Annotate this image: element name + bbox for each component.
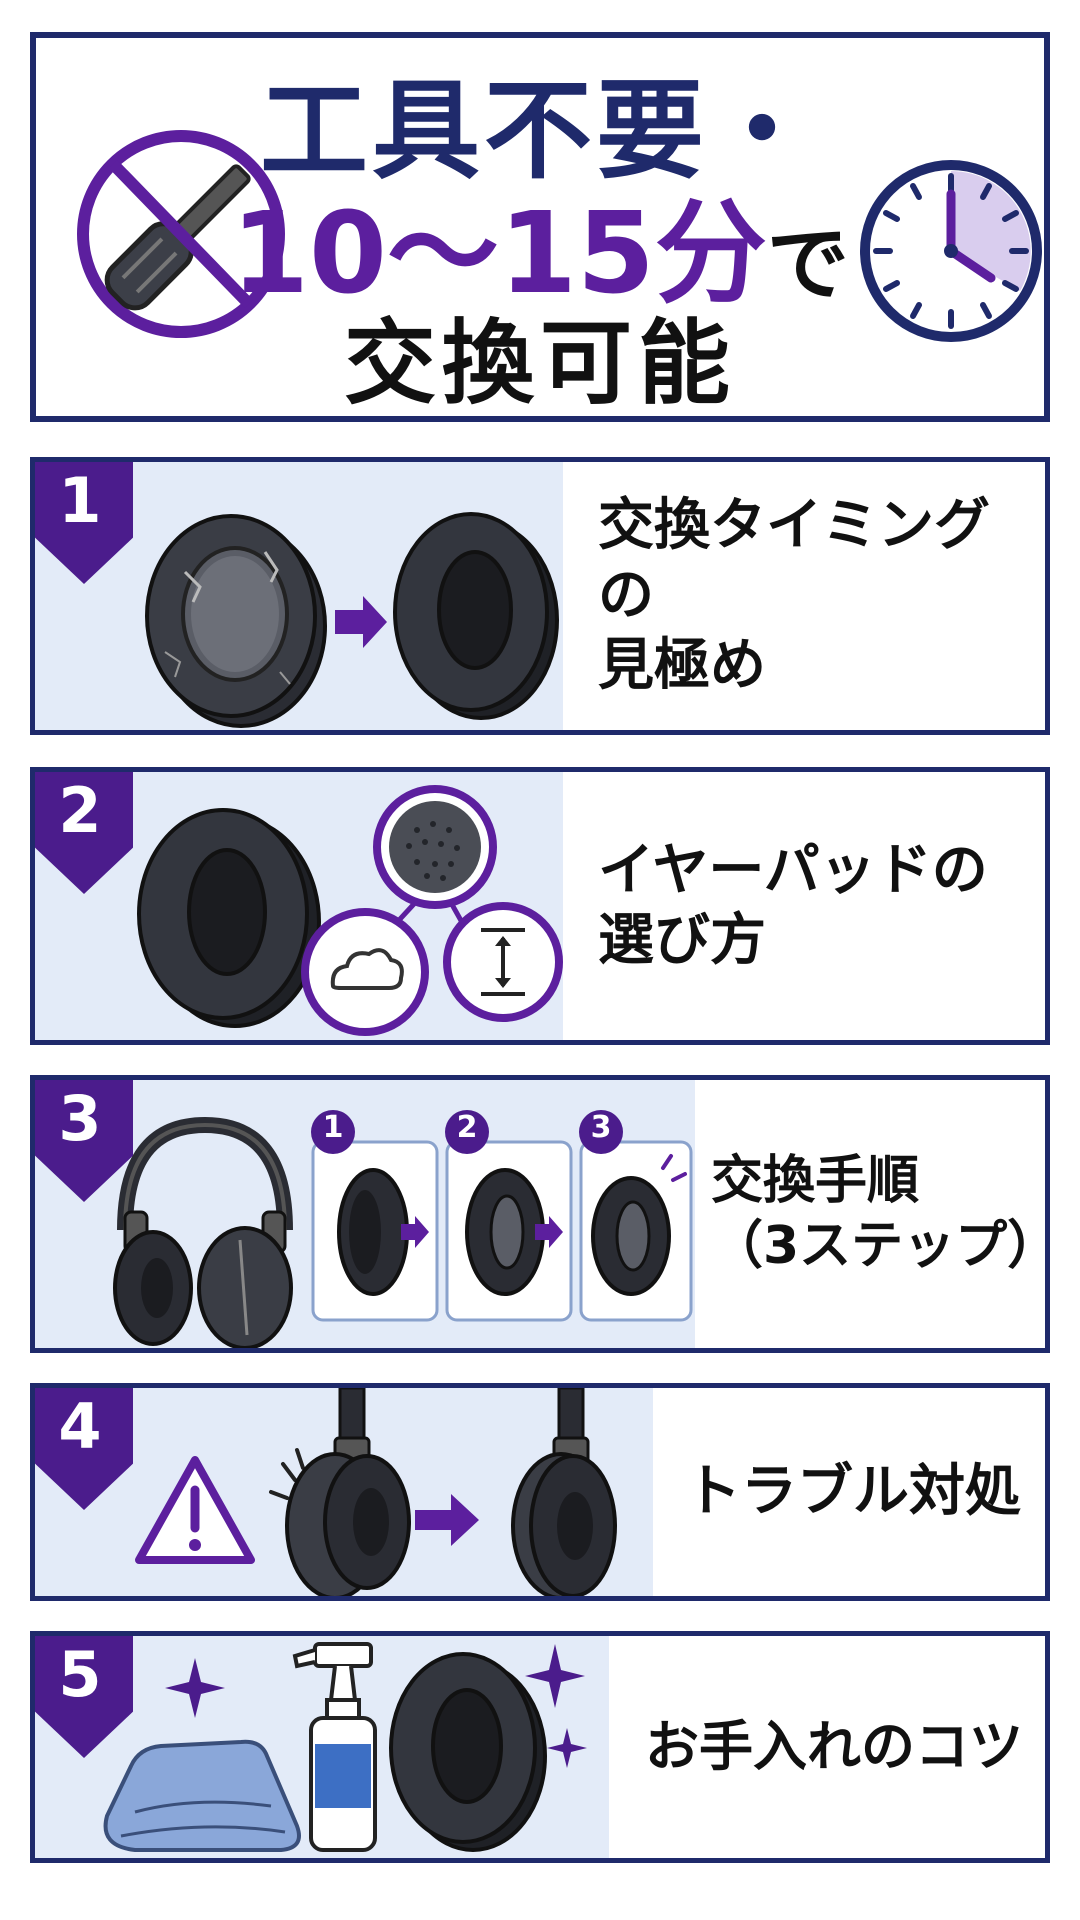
material-icon	[373, 785, 497, 909]
step-3-label-line2: （3ステップ）	[711, 1216, 1050, 1276]
step-5-number: 5	[58, 1638, 102, 1711]
hero-particle: で	[766, 217, 849, 312]
clock-icon	[860, 160, 1042, 342]
hero-title-line1: 工具不要・	[259, 69, 820, 194]
hero-title-line2: 10〜15分で	[36, 198, 1044, 310]
hero-duration: 10〜15分	[231, 189, 767, 319]
step-1-illustration	[35, 462, 563, 730]
step-2-illustration	[35, 772, 563, 1040]
worn-pad-icon	[145, 514, 327, 728]
substep-number-1: 1	[322, 1110, 344, 1145]
step-4-illustration	[35, 1388, 653, 1596]
substep-panel-3	[579, 1140, 693, 1322]
step-card-1[interactable]: 1 交換タイミングの 見極め	[30, 457, 1050, 735]
substep-badge-2	[445, 1110, 489, 1154]
step-4-label-line1: トラブル対処	[685, 1459, 1021, 1524]
hero-title-line3: 交換可能	[343, 310, 736, 417]
substep-number-3: 3	[590, 1110, 612, 1145]
step-3-illustration: 1 2 3	[35, 1080, 695, 1348]
cloth-icon	[103, 1739, 301, 1852]
step-2-label-line1: イヤーパッドの	[598, 838, 988, 903]
substep-number-2: 2	[456, 1110, 478, 1145]
hero-banner: 工具不要・ 10〜15分で 交換可能	[30, 32, 1050, 422]
no-tools-icon	[77, 130, 285, 338]
step-4-number: 4	[58, 1390, 102, 1463]
thickness-icon	[443, 902, 563, 1022]
cushion-icon	[301, 908, 429, 1036]
substep-panel-1	[311, 1140, 439, 1322]
clean-pad-icon	[389, 1652, 547, 1852]
spray-bottle-icon	[292, 1642, 377, 1852]
step-card-5[interactable]: 5 お手入れのコツ	[30, 1631, 1050, 1863]
step-1-label-line1: 交換タイミングの	[598, 493, 990, 628]
substep-badge-3	[579, 1110, 623, 1154]
sparkle-icon	[165, 1644, 587, 1768]
step-3-label-line1: 交換手順	[711, 1151, 920, 1211]
new-pad-icon	[393, 512, 559, 720]
step-3-number: 3	[58, 1082, 102, 1155]
ear-pad-icon	[137, 808, 321, 1028]
step-5-label-line1: お手入れのコツ	[645, 1715, 1023, 1779]
step-2-label-line2: 選び方	[598, 908, 766, 973]
headphones-icon	[113, 1116, 293, 1348]
step-card-4[interactable]: 4 トラブル対処	[30, 1383, 1050, 1601]
step-1-label-line2: 見極め	[598, 633, 766, 698]
misaligned-earcup-icon	[285, 1388, 411, 1596]
step-1-number: 1	[58, 464, 102, 537]
fixed-earcup-icon	[511, 1388, 617, 1596]
step-card-3[interactable]: 1 2 3 3 交換手順 （3ステップ）	[30, 1075, 1050, 1353]
step-4-label: トラブル対処	[685, 1388, 1045, 1596]
step-2-number: 2	[58, 774, 102, 847]
step-card-2[interactable]: 2 イヤーパッドの 選び方	[30, 767, 1050, 1045]
step-3-label: 交換手順 （3ステップ）	[711, 1080, 1045, 1348]
substep-badge-1	[311, 1110, 355, 1154]
step-1-label: 交換タイミングの 見極め	[598, 462, 1045, 730]
warning-icon	[135, 1456, 255, 1564]
step-2-label: イヤーパッドの 選び方	[598, 772, 1045, 1040]
substep-panel-2	[445, 1140, 573, 1322]
step-5-label: お手入れのコツ	[645, 1636, 1045, 1858]
